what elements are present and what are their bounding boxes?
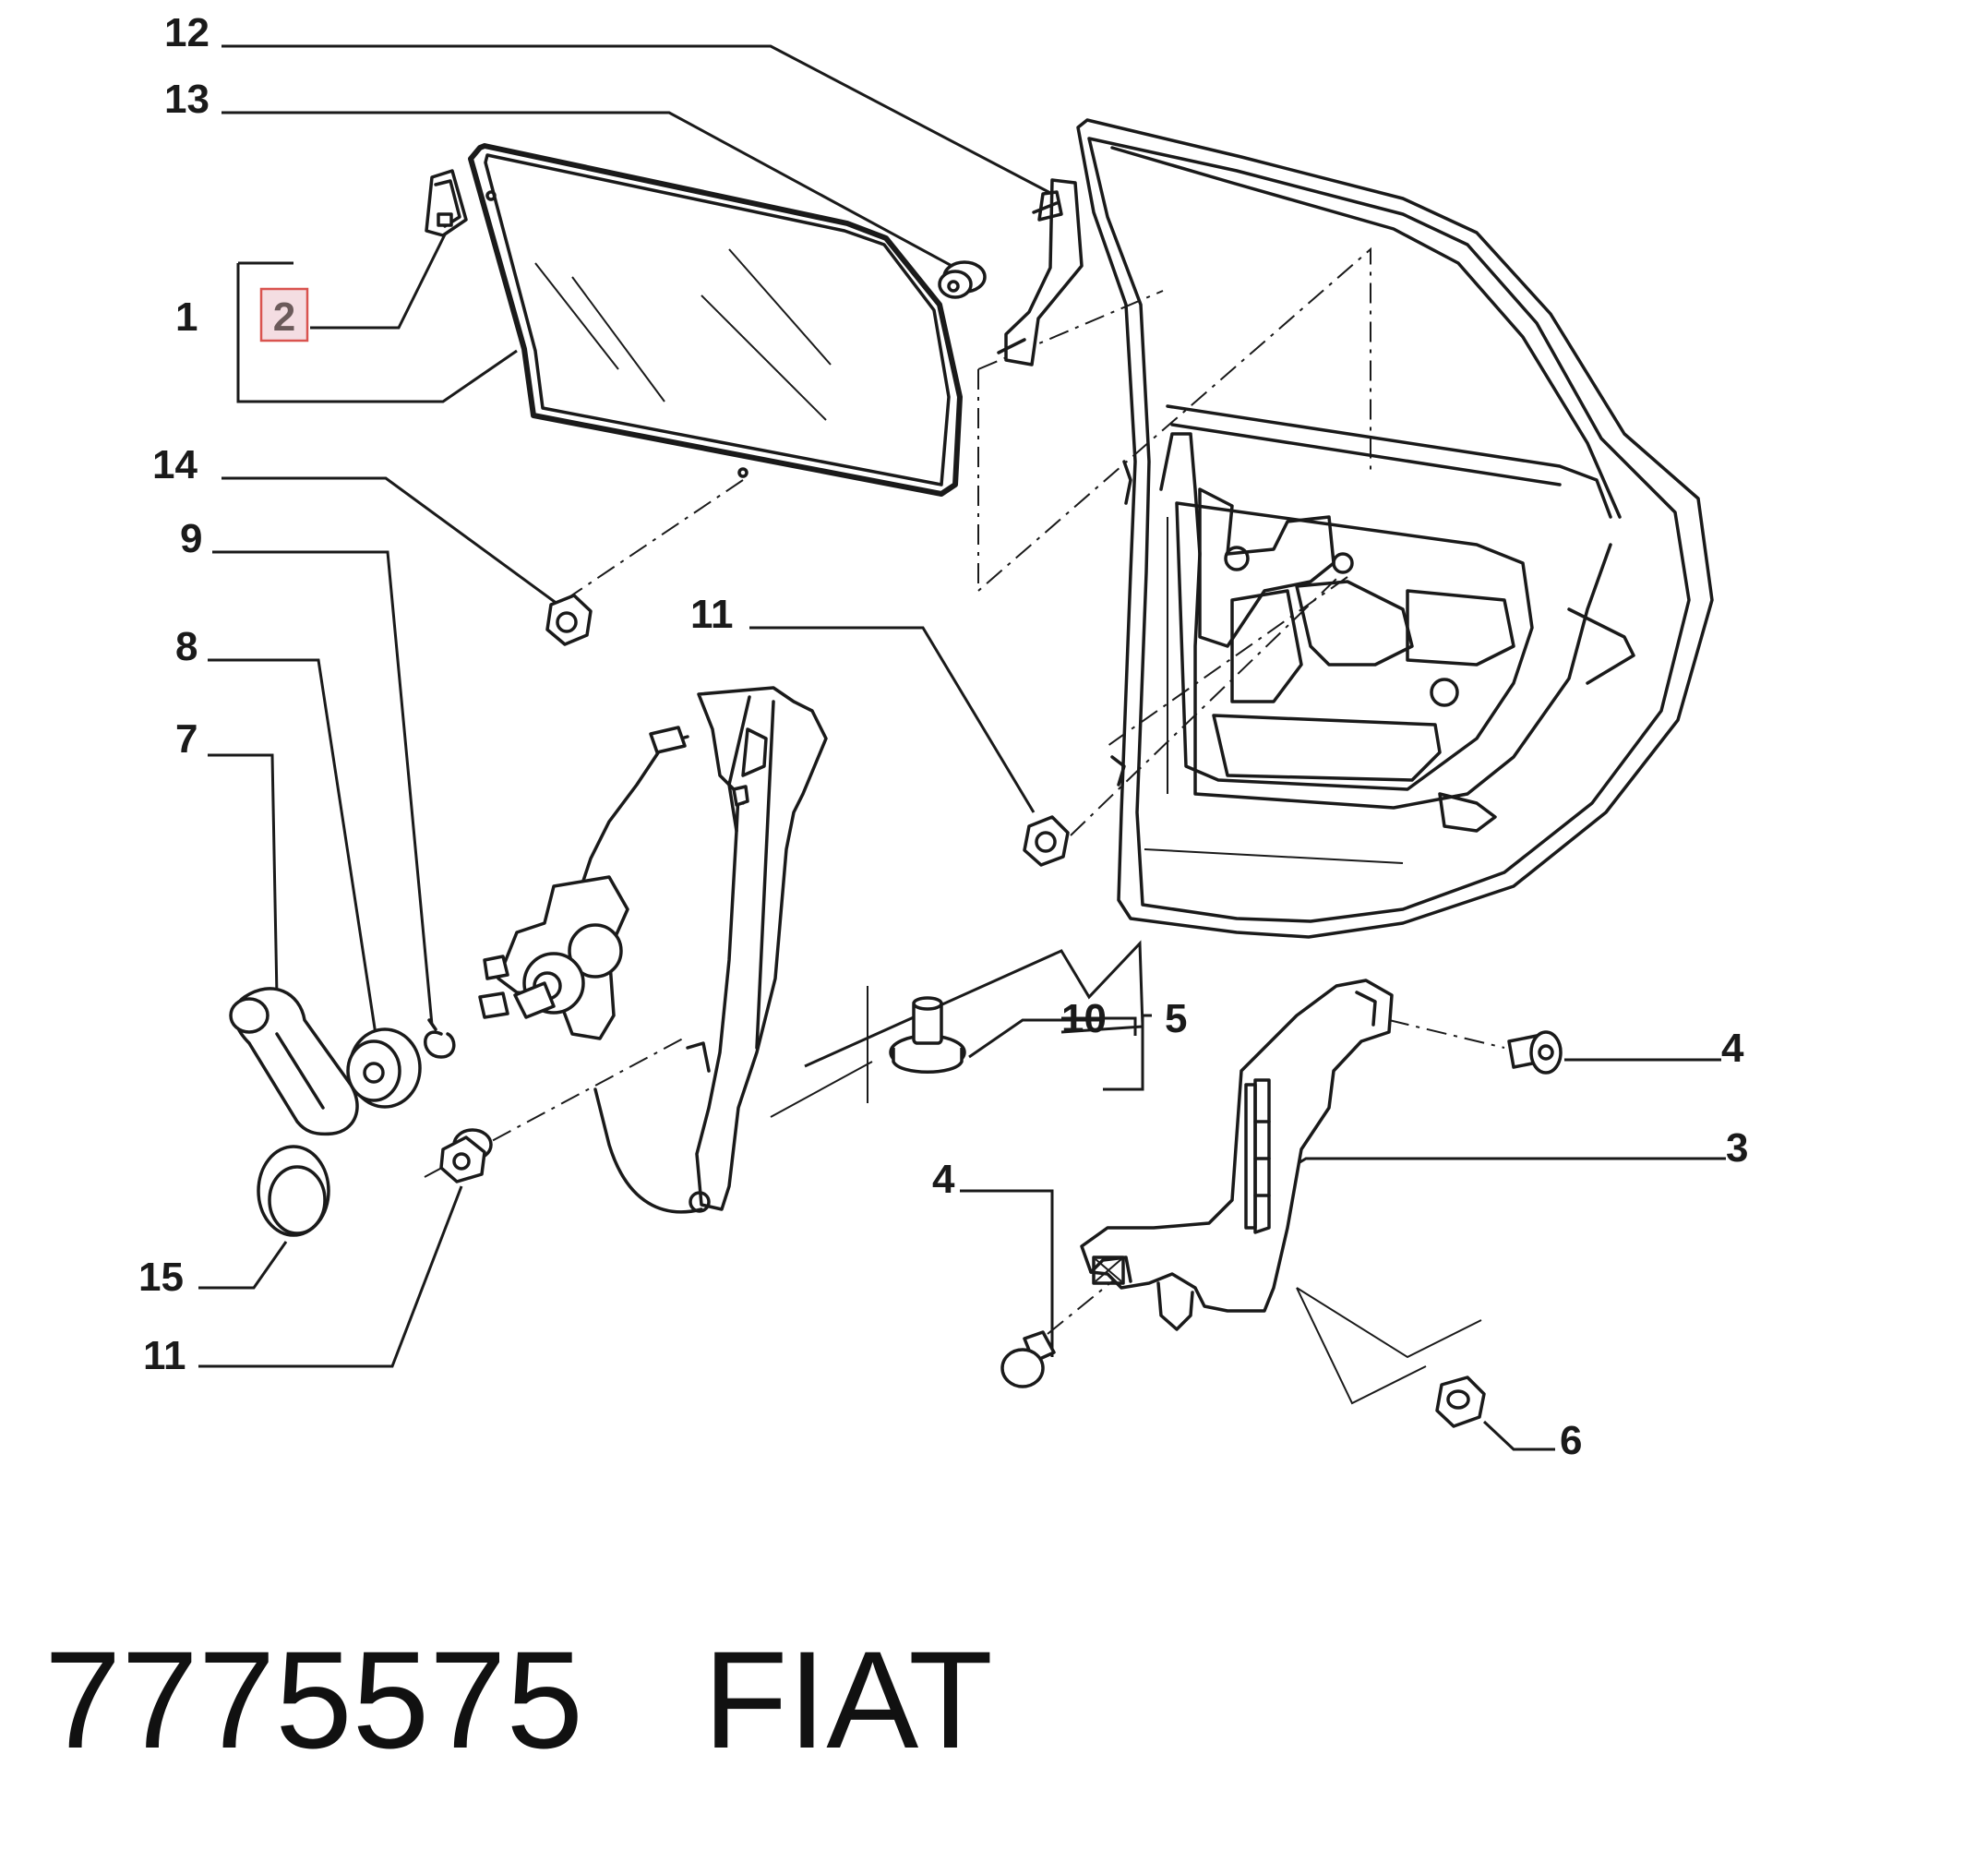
callout-labels: 12 13 1 2 14 9 8 7 11 10 5 4 3 4 15 11 6 bbox=[138, 10, 1748, 1463]
callout-1: 1 bbox=[175, 294, 198, 340]
callout-9: 9 bbox=[180, 516, 202, 561]
window-crank-handle bbox=[229, 987, 359, 1136]
callout-14: 14 bbox=[152, 442, 198, 487]
callout-6: 6 bbox=[1560, 1418, 1582, 1463]
top-guide-bracket bbox=[997, 178, 1084, 366]
callout-2-highlight bbox=[259, 287, 309, 342]
callout-5: 5 bbox=[1165, 996, 1187, 1041]
callout-11-bottom: 11 bbox=[143, 1333, 186, 1378]
bolt-4-bottom bbox=[1000, 1330, 1056, 1388]
brand-name: FIAT bbox=[702, 1622, 993, 1777]
spring-clip bbox=[424, 1018, 456, 1059]
callout-11-top: 11 bbox=[690, 592, 734, 637]
nut-14 bbox=[545, 594, 593, 646]
callout-15: 15 bbox=[138, 1255, 184, 1300]
handle-escutcheon bbox=[346, 1027, 422, 1109]
guide-bushing bbox=[938, 260, 987, 299]
nut-11-top bbox=[1023, 815, 1070, 867]
callout-3: 3 bbox=[1726, 1125, 1748, 1171]
window-regulator bbox=[478, 686, 828, 1214]
support-bracket bbox=[1080, 979, 1394, 1331]
callout-8: 8 bbox=[175, 624, 198, 669]
bolt-4-right bbox=[1507, 1030, 1563, 1075]
leader-lines bbox=[198, 44, 1726, 1451]
callout-7: 7 bbox=[175, 716, 198, 762]
nut-11-bottom bbox=[439, 1128, 493, 1183]
part-number: 7775575 bbox=[44, 1622, 583, 1777]
callout-4-right: 4 bbox=[1721, 1026, 1744, 1071]
door-shell bbox=[1076, 118, 1714, 939]
assembly-axis-lines bbox=[424, 246, 1505, 1335]
window-glass bbox=[468, 143, 963, 497]
glass-clip bbox=[425, 169, 468, 237]
callout-13: 13 bbox=[164, 77, 210, 122]
nut-6 bbox=[1435, 1375, 1486, 1428]
part-caption: 7775575 FIAT bbox=[44, 1620, 1613, 1805]
callout-2: 2 bbox=[273, 294, 295, 340]
callout-4-bottom: 4 bbox=[932, 1157, 955, 1202]
callout-10: 10 bbox=[1061, 996, 1107, 1041]
cover-cap bbox=[257, 1145, 330, 1237]
callout-12: 12 bbox=[164, 10, 210, 55]
rubber-buffer bbox=[889, 996, 966, 1074]
